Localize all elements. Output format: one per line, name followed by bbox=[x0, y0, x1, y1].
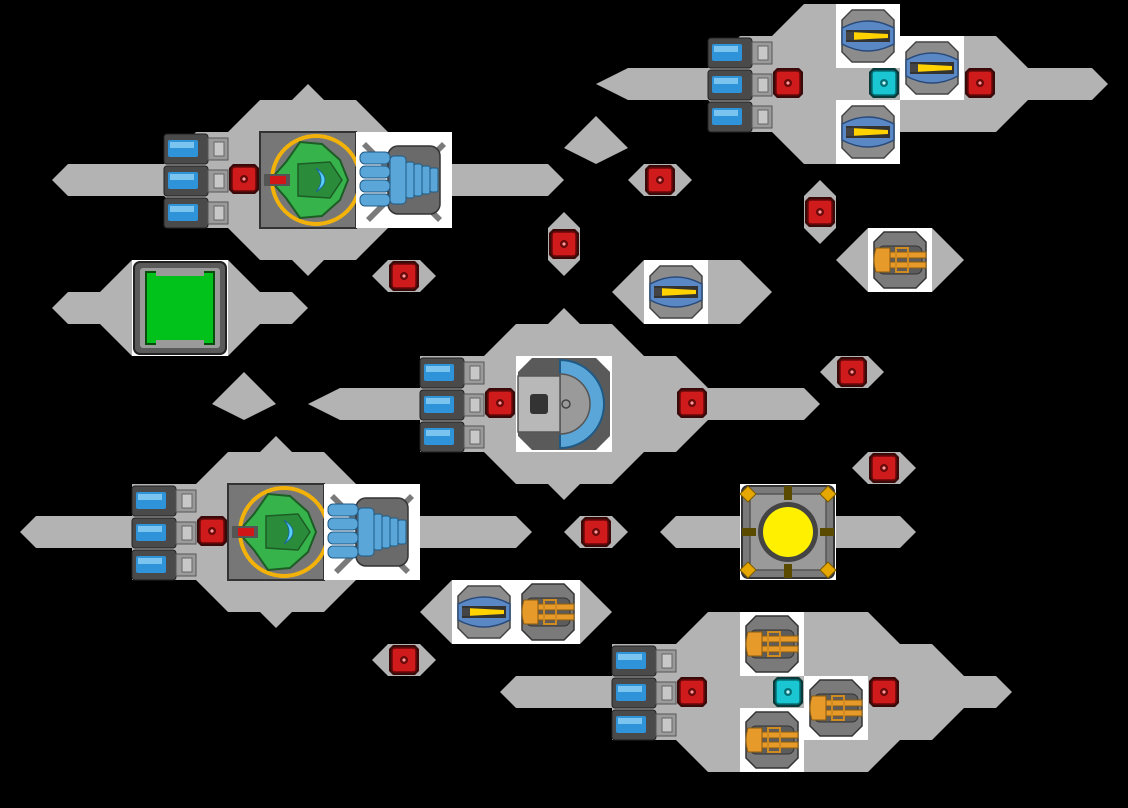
red-pod[interactable] bbox=[388, 260, 420, 292]
red-pod[interactable] bbox=[868, 452, 900, 484]
thruster-stack[interactable] bbox=[612, 646, 676, 740]
yellow-laser[interactable] bbox=[643, 259, 709, 325]
blue-engine[interactable] bbox=[323, 483, 421, 581]
orange-cannon[interactable] bbox=[803, 675, 869, 741]
orange-cannon[interactable] bbox=[739, 611, 805, 677]
assembly-upper-left bbox=[164, 130, 453, 230]
red-pod[interactable] bbox=[484, 387, 516, 419]
green-cockpit[interactable] bbox=[258, 130, 362, 230]
assembly-reactor bbox=[739, 483, 837, 581]
assembly-green-armor bbox=[131, 259, 229, 357]
thruster-stack[interactable] bbox=[708, 38, 772, 132]
red-pod[interactable] bbox=[868, 676, 900, 708]
assembly-lower-left bbox=[132, 482, 421, 582]
yellow-reactor[interactable] bbox=[739, 483, 837, 581]
orange-cannon[interactable] bbox=[739, 707, 805, 773]
shield-dome[interactable] bbox=[515, 355, 613, 453]
red-pod[interactable] bbox=[228, 163, 260, 195]
red-pod[interactable] bbox=[580, 516, 612, 548]
red-pod[interactable] bbox=[836, 356, 868, 388]
red-pod[interactable] bbox=[548, 228, 580, 260]
hull-diamond bbox=[212, 372, 276, 420]
green-armor-block[interactable] bbox=[131, 259, 229, 357]
yellow-laser[interactable] bbox=[451, 579, 517, 645]
red-pod[interactable] bbox=[388, 644, 420, 676]
thruster-stack[interactable] bbox=[132, 486, 196, 580]
yellow-laser[interactable] bbox=[835, 3, 901, 69]
red-pod[interactable] bbox=[676, 676, 708, 708]
thruster-stack[interactable] bbox=[164, 134, 228, 228]
cyan-pod[interactable] bbox=[868, 67, 900, 99]
blue-engine[interactable] bbox=[355, 131, 453, 229]
red-pod[interactable] bbox=[196, 515, 228, 547]
orange-cannon[interactable] bbox=[867, 227, 933, 293]
orange-cannon[interactable] bbox=[515, 579, 581, 645]
thruster-stack[interactable] bbox=[420, 358, 484, 452]
red-pod[interactable] bbox=[804, 196, 836, 228]
red-pod[interactable] bbox=[772, 67, 804, 99]
red-pod[interactable] bbox=[644, 164, 676, 196]
hull-diamond bbox=[564, 116, 628, 164]
yellow-laser[interactable] bbox=[835, 99, 901, 165]
red-pod[interactable] bbox=[964, 67, 996, 99]
cyan-pod[interactable] bbox=[772, 676, 804, 708]
yellow-laser[interactable] bbox=[899, 35, 965, 101]
red-pod[interactable] bbox=[676, 387, 708, 419]
green-cockpit[interactable] bbox=[226, 482, 330, 582]
assembly-bottom-center bbox=[451, 579, 581, 645]
